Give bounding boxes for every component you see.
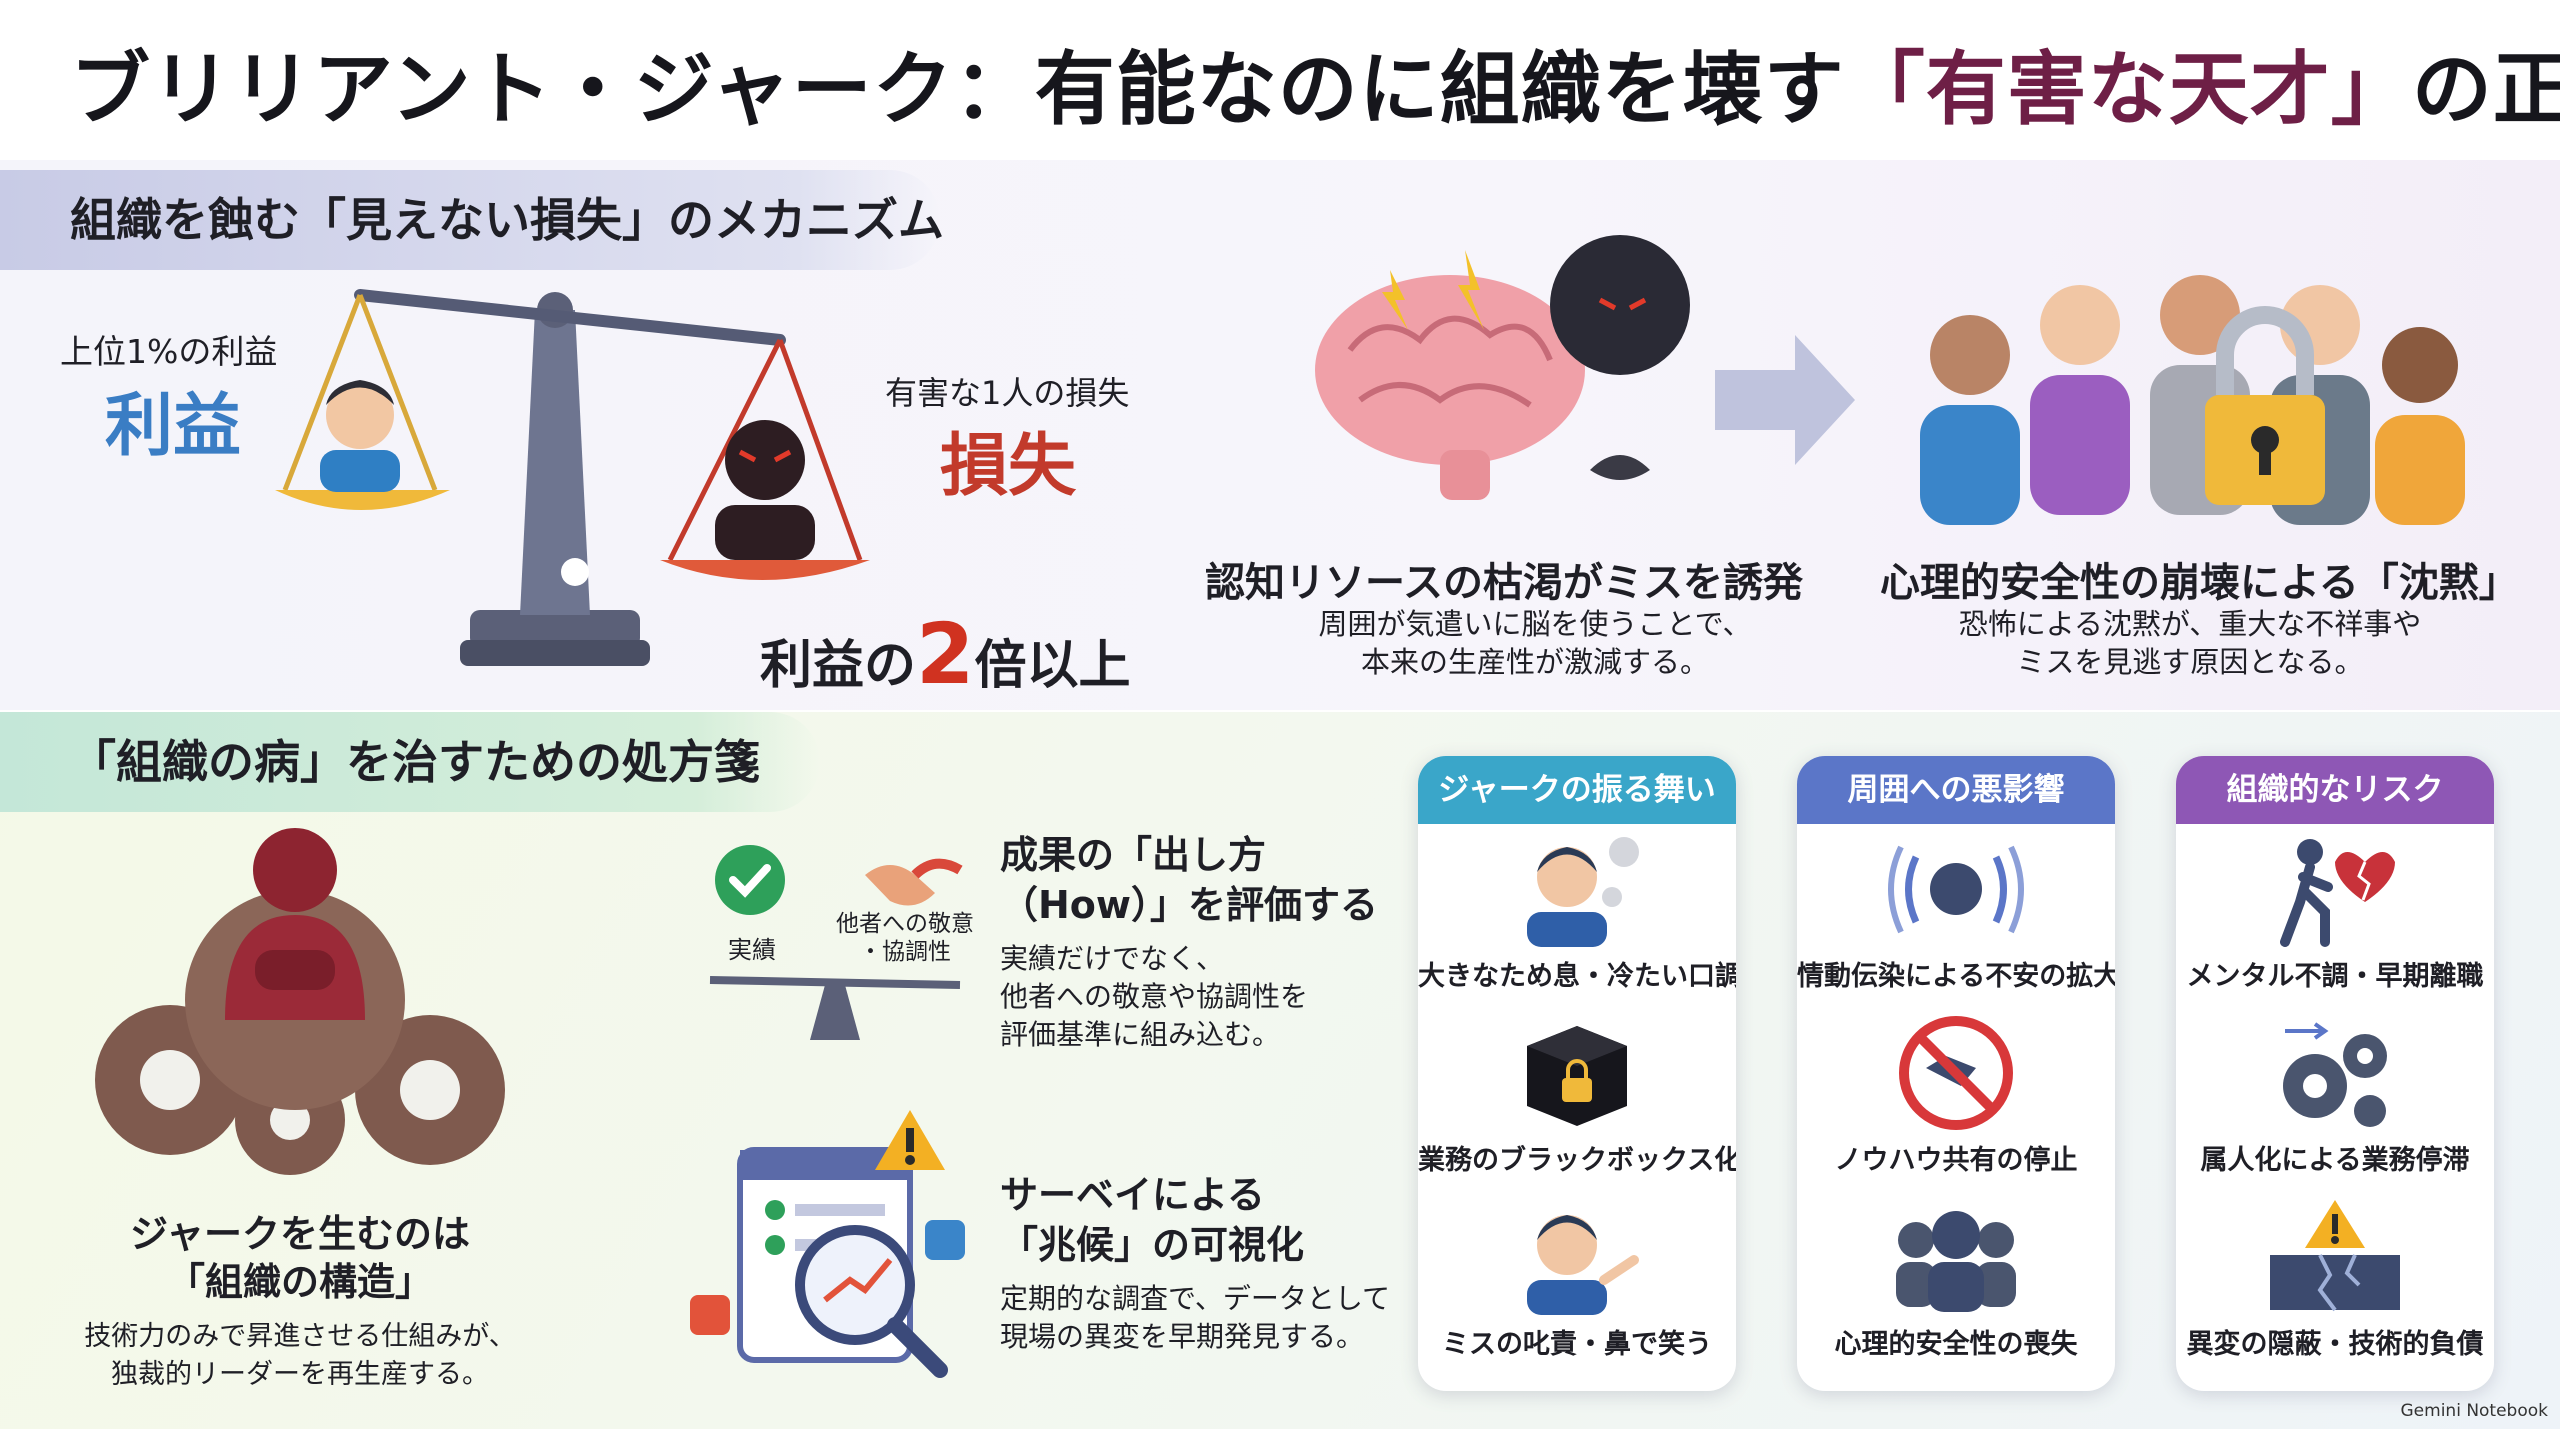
card-item: 属人化による業務停滞 [2176, 1008, 2494, 1192]
card-title: 周囲への悪影響 [1797, 756, 2115, 824]
survey-description: 定期的な調査で、データとして現場の異変を早期発見する。 [1000, 1282, 1391, 1353]
card-item-label: 心理的安全性の喪失 [1834, 1329, 2078, 1360]
leader-gears-icon [95, 828, 505, 1175]
card-item-label: ミスの叱責・鼻で笑う [1442, 1329, 1712, 1360]
leaving-person-icon [2280, 838, 2395, 947]
card-item: 業務のブラックボックス化 [1418, 1008, 1736, 1192]
card-item-label: 異変の隠蔽・技術的負債 [2186, 1329, 2484, 1360]
gain-caption: 上位1%の利益 [60, 332, 278, 371]
how-title: 成果の「出し方（How）」を評価する [1000, 833, 1379, 927]
structure-description: 技術力のみで昇進させる仕組みが、独裁的リーダーを再生産する。 [84, 1321, 516, 1390]
structure-title: ジャークを生むのは「組織の構造」 [129, 1212, 471, 1304]
brain-title: 認知リソースの枯渇がミスを誘発 [1205, 560, 1803, 606]
silence-description: 恐怖による沈黙が、重大な不祥事やミスを見逃す原因となる。 [1958, 607, 2422, 679]
loss-label: 損失 [940, 427, 1077, 506]
card-item: 異変の隠蔽・技術的負債 [2176, 1192, 2494, 1376]
survey-title: サーベイによる「兆候」の可視化 [1000, 1173, 1305, 1267]
card-title: 組織的なリスク [2176, 756, 2494, 824]
card-item-label: ノウハウ共有の停止 [1834, 1145, 2078, 1176]
card-item: メンタル不調・早期離職 [2176, 824, 2494, 1008]
black-box-lock-icon [1527, 1025, 1627, 1126]
card-surrounding-impact: 周囲への悪影響 情動伝染による不安の拡大 ノウハウ共有の停止 心理的安全性の喪失 [1797, 756, 2115, 1391]
balance-scale-icon [275, 289, 870, 666]
card-item: 大きなため息・冷たい口調 [1418, 824, 1736, 1008]
how-description: 実績だけでなく、他者への敬意や協調性を評価基準に組み込む。 [1000, 942, 1309, 1051]
footer-brand: Gemini Notebook [2400, 1401, 2549, 1421]
scolding-man-icon [1527, 1214, 1639, 1315]
anxious-group-icon [1896, 1210, 2016, 1312]
silence-title: 心理的安全性の崩壊による「沈黙」 [1880, 560, 2519, 606]
loss-caption: 有害な1人の損失 [885, 374, 1130, 412]
gain-label: 利益 [105, 387, 242, 466]
page-title: ブリリアント・ジャーク：有能なのに組織を壊す「有害な天才」の正体 [70, 43, 2560, 136]
respect-label: 他者への敬意・協調性 [836, 911, 974, 965]
survey-magnifier-icon [690, 1110, 965, 1378]
card-item-label: 業務のブラックボックス化 [1418, 1145, 1736, 1176]
card-item: 情動伝染による不安の拡大 [1797, 824, 2115, 1008]
card-item: 心理的安全性の喪失 [1797, 1192, 2115, 1376]
arrow-right-icon [1715, 335, 1855, 465]
silenced-group-icon [1920, 275, 2465, 525]
result-label: 実績 [728, 936, 776, 964]
loss-ratio-text: 利益の2倍以上 [760, 605, 1131, 703]
card-item: ミスの叱責・鼻で笑う [1418, 1192, 1736, 1376]
no-handshake-icon [1899, 1016, 2013, 1130]
sighing-man-icon [1527, 836, 1639, 947]
card-item-label: 大きなため息・冷たい口調 [1418, 961, 1736, 992]
stuck-gears-icon [2283, 1021, 2387, 1127]
section2-heading: 「組織の病」を治すための処方箋 [0, 712, 820, 812]
card-title: ジャークの振る舞い [1418, 756, 1736, 824]
evaluation-scale-icon [709, 845, 963, 1040]
card-jerk-behavior: ジャークの振る舞い 大きなため息・冷たい口調 業務のブラックボックス化 ミスの叱… [1418, 756, 1736, 1391]
card-item-label: 情動伝染による不安の拡大 [1797, 961, 2115, 992]
cracked-warning-icon [2270, 1199, 2400, 1311]
stressed-brain-icon [1315, 235, 1690, 500]
anxiety-wave-icon [1888, 845, 2024, 933]
card-organizational-risk: 組織的なリスク メンタル不調・早期離職 属人化による業務停滞 異変の隠蔽・技術的… [2176, 756, 2494, 1391]
card-item: ノウハウ共有の停止 [1797, 1008, 2115, 1192]
card-item-label: メンタル不調・早期離職 [2186, 961, 2484, 992]
brain-description: 周囲が気遣いに脳を使うことで、本来の生産性が激減する。 [1318, 607, 1752, 679]
card-item-label: 属人化による業務停滞 [2200, 1145, 2470, 1176]
section1-heading: 組織を蝕む「見えない損失」のメカニズム [0, 170, 944, 270]
